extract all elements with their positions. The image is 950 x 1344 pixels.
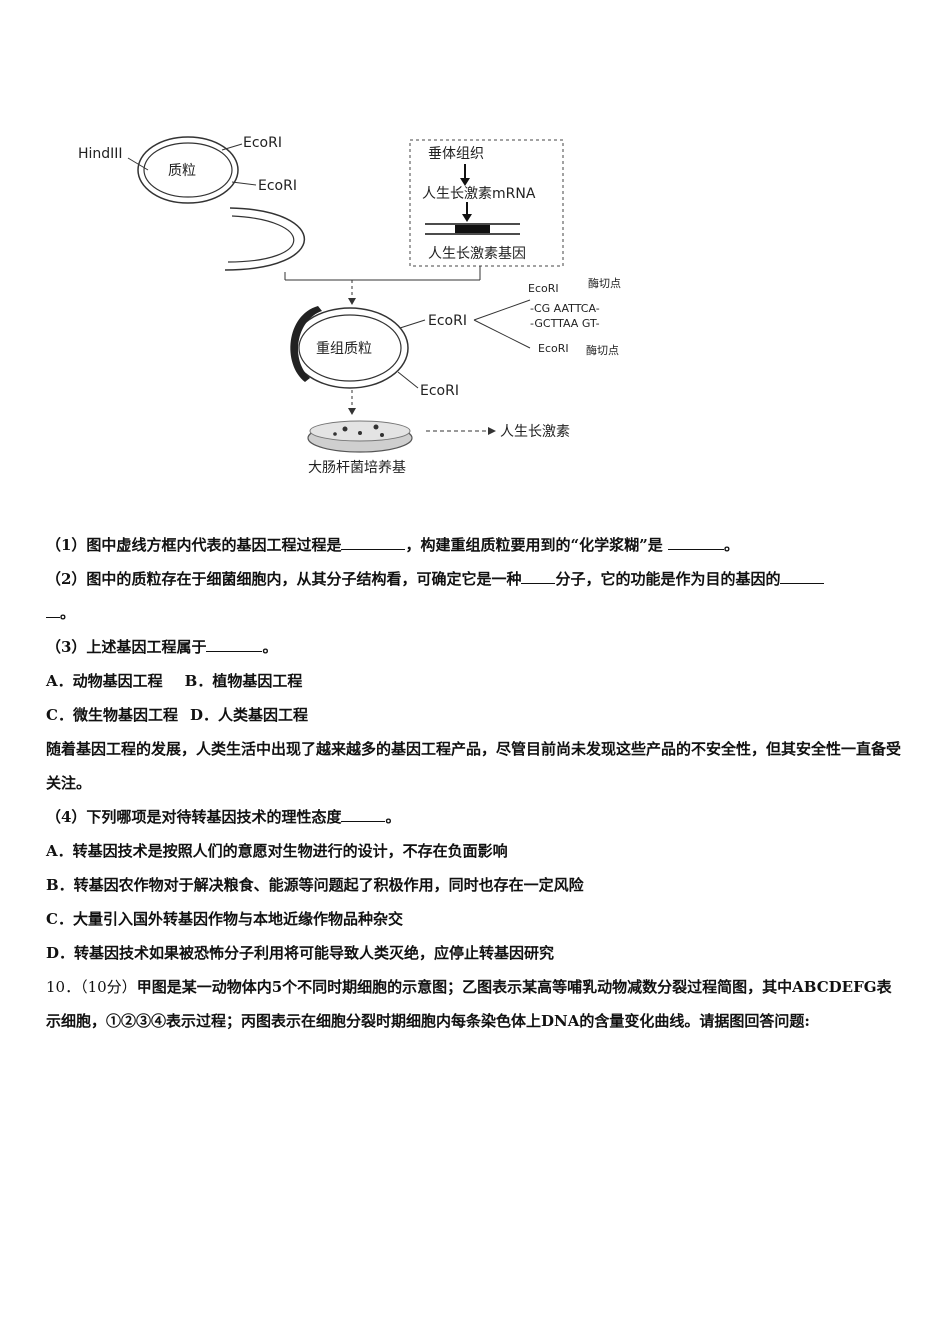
- opened-plasmid-arc: [224, 207, 305, 271]
- recombinant-label: 重组质粒: [316, 341, 372, 357]
- ecori-sequence-detail: EcoRI 酶切点 -CG AATTCA- -GCTTAA GT- EcoRI …: [473, 277, 621, 357]
- culture-dish: [307, 420, 413, 453]
- q1-text-c: 。: [723, 536, 739, 554]
- q2-text-c: 。: [60, 604, 76, 622]
- ecori-rec-right-label: EcoRI: [428, 313, 467, 329]
- q3-option-d[interactable]: D．人类基因工程: [189, 706, 308, 724]
- q10-text: 甲图是某一动物体内5个不同时期细胞的示意图；乙图表示某高等哺乳动物减数分裂过程简…: [46, 978, 892, 1030]
- question-2: （2）图中的质粒存在于细菌细胞内，从其分子结构看，可确定它是一种 分子，它的功能是…: [46, 562, 906, 596]
- recombinant-plasmid: 重组质粒 EcoRI EcoRI: [290, 306, 467, 399]
- intro-paragraph: 随着基因工程的发展，人类生活中出现了越来越多的基因工程产品，尽管目前尚未发现这些…: [46, 740, 902, 792]
- q3-options-row1: A．动物基因工程 B．植物基因工程: [46, 664, 906, 698]
- q4-text: （4）下列哪项是对待转基因技术的理性态度: [46, 808, 342, 826]
- q2-text-a: （2）图中的质粒存在于细菌细胞内，从其分子结构看，可确定它是一种: [46, 570, 522, 588]
- question-4: （4）下列哪项是对待转基因技术的理性态度 。: [46, 800, 906, 834]
- ecori-seq-top-label: EcoRI: [528, 282, 559, 295]
- q4-option-a[interactable]: A．转基因技术是按照人们的意愿对生物进行的设计，不存在负面影响: [46, 842, 508, 860]
- answer-blank[interactable]: [521, 565, 556, 584]
- answer-blank[interactable]: [46, 599, 60, 618]
- question-block: （1）图中虚线方框内代表的基因工程过程是 ，构建重组质粒要用到的“化学浆糊”是 。…: [46, 528, 906, 1038]
- gene-engineering-figure: 质粒 HindIII EcoRI EcoRI 垂体组织 人生长激素mRNA 人生…: [60, 120, 660, 490]
- dashed-box-mrna-to-gene: 垂体组织 人生长激素mRNA 人生长激素基因: [409, 139, 564, 267]
- answer-blank[interactable]: [206, 633, 263, 652]
- q3-text: （3）上述基因工程属于: [46, 638, 207, 656]
- q2-text-b: 分子，它的功能是作为目的基因的: [555, 570, 781, 588]
- q10-number: 10．（10分）: [46, 978, 137, 996]
- mrna-label: 人生长激素mRNA: [422, 185, 536, 202]
- q4-option-b[interactable]: B．转基因农作物对于解决粮食、能源等问题起了积极作用，同时也存在一定风险: [46, 876, 584, 894]
- q1-text-a: （1）图中虚线方框内代表的基因工程过程是: [46, 536, 342, 554]
- answer-blank[interactable]: [667, 531, 724, 550]
- answer-blank[interactable]: [341, 531, 406, 550]
- q3-option-c[interactable]: C．微生物基因工程: [46, 706, 178, 724]
- q4-option-d[interactable]: D．转基因技术如果被恐怖分子利用将可能导致人类灭绝，应停止转基因研究: [46, 944, 555, 962]
- question-2-cont: 。: [46, 596, 906, 630]
- q4-end: 。: [385, 808, 401, 826]
- q3-options-row2: C．微生物基因工程 D．人类基因工程: [46, 698, 906, 732]
- ecori-mid-label: EcoRI: [258, 178, 297, 194]
- q1-text-b: ，构建重组质粒要用到的“化学浆糊”是: [405, 536, 668, 554]
- seq-top: -CG AATTCA-: [530, 302, 600, 315]
- answer-blank[interactable]: [780, 565, 825, 584]
- cut-point-top-label: 酶切点: [588, 277, 621, 290]
- q3-option-b[interactable]: B．植物基因工程: [184, 672, 303, 690]
- answer-blank[interactable]: [341, 803, 386, 822]
- pituitary-label: 垂体组织: [428, 146, 484, 162]
- question-1: （1）图中虚线方框内代表的基因工程过程是 ，构建重组质粒要用到的“化学浆糊”是 。: [46, 528, 906, 562]
- culture-label: 大肠杆菌培养基: [308, 459, 406, 476]
- seq-bottom: -GCTTAA GT-: [530, 317, 600, 330]
- ecori-seq-bottom-label: EcoRI: [538, 342, 569, 355]
- q4-option-c[interactable]: C．大量引入国外转基因作物与本地近缘作物品种杂交: [46, 910, 403, 928]
- question-10: 10．（10分）甲图是某一动物体内5个不同时期细胞的示意图；乙图表示某高等哺乳动…: [46, 970, 906, 1038]
- question-3: （3）上述基因工程属于 。: [46, 630, 906, 664]
- product-label: 人生长激素: [500, 423, 570, 440]
- gene-label: 人生长激素基因: [428, 245, 526, 262]
- ecori-top-label: EcoRI: [243, 135, 282, 151]
- ecori-rec-bottom-label: EcoRI: [420, 383, 459, 399]
- hindiii-label: HindIII: [78, 146, 123, 162]
- q3-end: 。: [262, 638, 278, 656]
- plasmid-label: 质粒: [168, 163, 196, 179]
- q3-option-a[interactable]: A．动物基因工程: [46, 672, 163, 690]
- cut-point-bottom-label: 酶切点: [586, 344, 619, 357]
- plasmid-diagram: 质粒 HindIII EcoRI EcoRI: [78, 135, 297, 204]
